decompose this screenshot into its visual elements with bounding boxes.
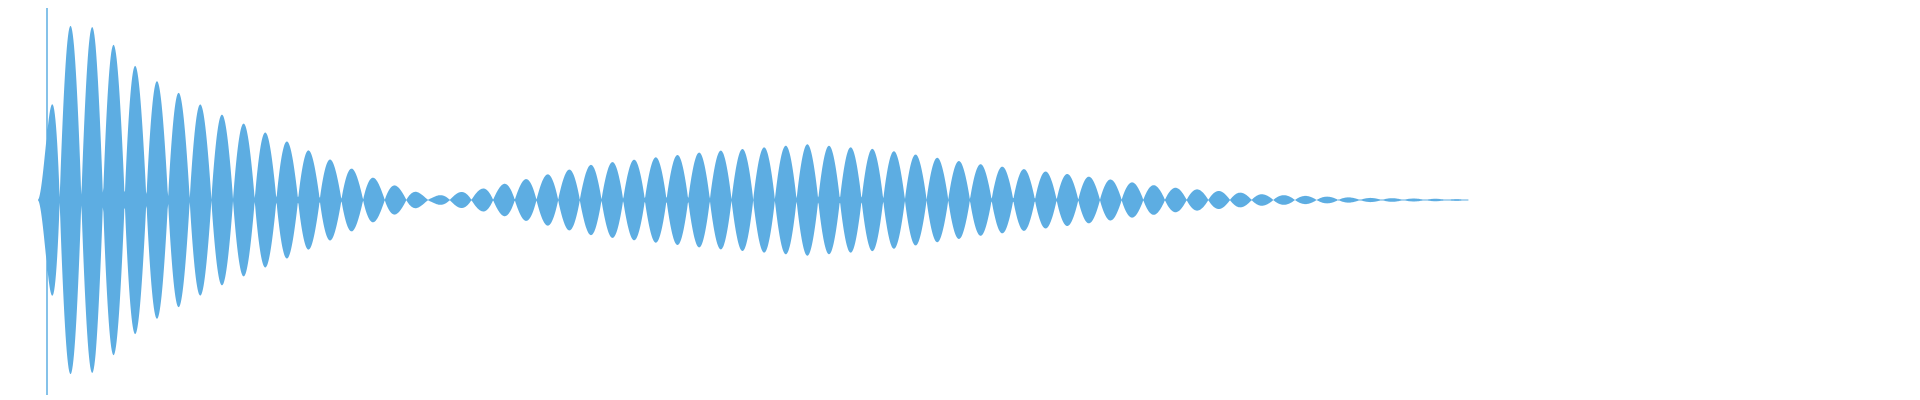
waveform-signal bbox=[38, 25, 1469, 375]
